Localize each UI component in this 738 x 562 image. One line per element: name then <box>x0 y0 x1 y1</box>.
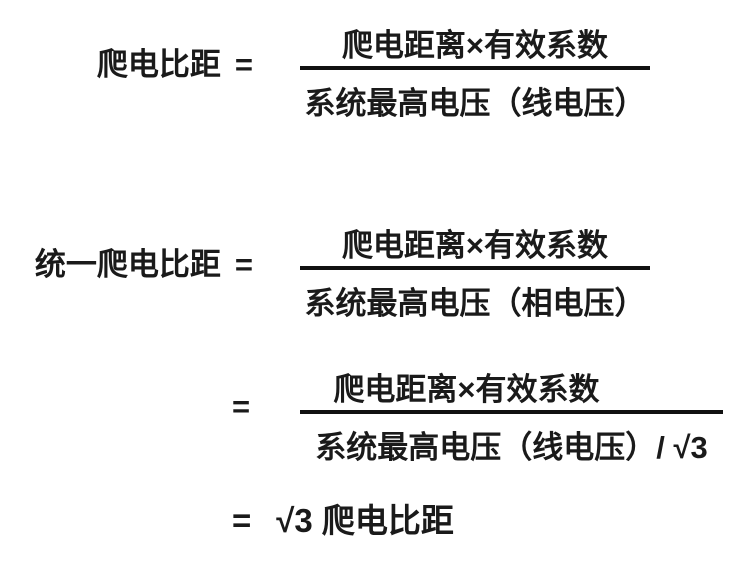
formula2-equals-sign: = <box>234 247 253 282</box>
formula2-fraction-bar <box>300 266 650 270</box>
formula4-equals-sign: = <box>232 502 252 539</box>
formula3-equals-sign: = <box>232 389 251 424</box>
formula1-fraction: 爬电距离×有效系数 系统最高电压（线电压） <box>300 18 650 130</box>
formula2-numerator: 爬电距离×有效系数 <box>341 227 609 263</box>
formula1-lhs-term: 爬电比距 <box>96 47 221 82</box>
formula2-lhs: 统一爬电比距 = <box>0 243 253 287</box>
formula3-fraction-bar <box>300 410 723 414</box>
formula1-denominator: 系统最高电压（线电压） <box>304 85 646 121</box>
formula2-lhs-term: 统一爬电比距 <box>34 247 221 282</box>
formula4-result-line: = √3 爬电比距 <box>232 499 454 543</box>
formula1-fraction-bar <box>300 66 650 70</box>
formula2-fraction: 爬电距离×有效系数 系统最高电压（相电压） <box>300 218 650 330</box>
formula1-numerator: 爬电距离×有效系数 <box>341 27 609 63</box>
formula2-denominator: 系统最高电压（相电压） <box>304 285 646 321</box>
formula4-rhs-term: √3 爬电比距 <box>276 502 454 539</box>
formula3-numerator: 爬电距离×有效系数 <box>333 371 600 407</box>
formula3-denominator: 系统最高电压（线电压）/ √3 <box>315 429 708 465</box>
formula3-fraction: 爬电距离×有效系数 系统最高电压（线电压）/ √3 <box>300 362 723 474</box>
formula1-lhs: 爬电比距 = <box>0 43 253 87</box>
formula1-equals-sign: = <box>234 47 253 82</box>
